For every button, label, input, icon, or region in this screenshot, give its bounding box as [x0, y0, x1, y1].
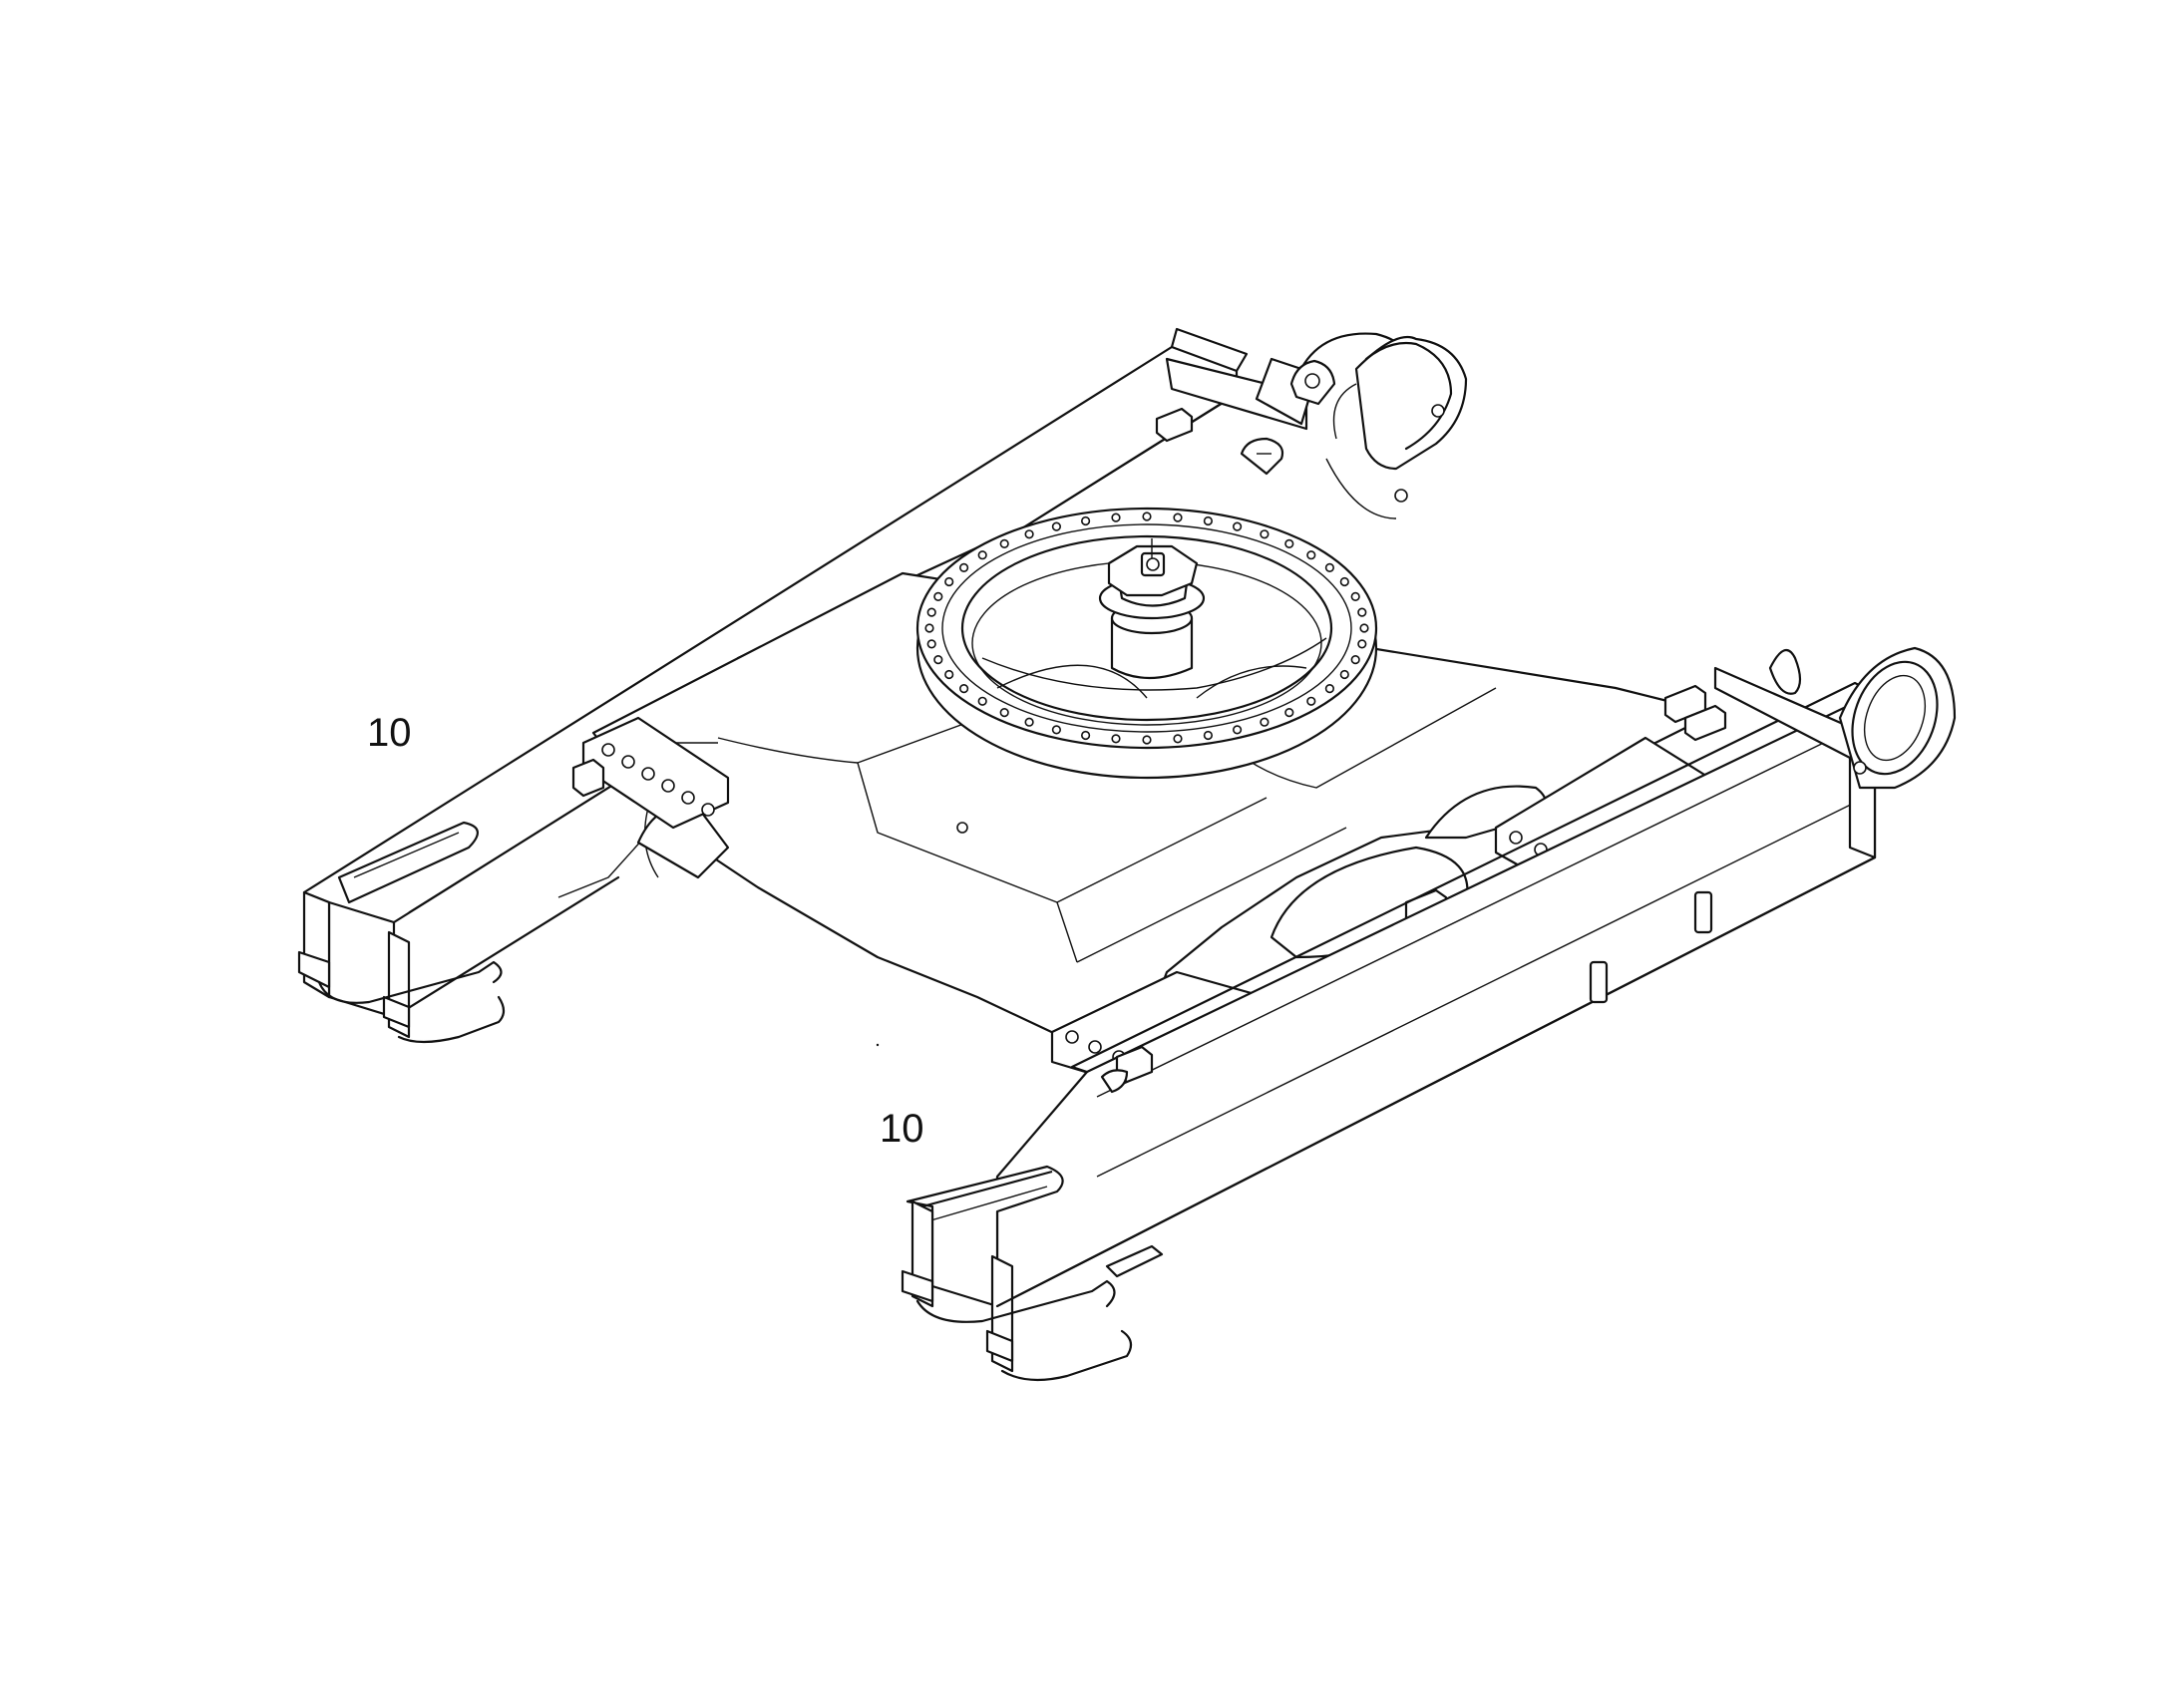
bolt-hole: [1357, 607, 1367, 617]
bolt-hole: [1142, 512, 1152, 521]
rear-yoke: [1165, 332, 1468, 519]
bolt-hole: [1203, 730, 1213, 741]
swivel-joint: [1098, 538, 1206, 680]
bolt-hole: [999, 538, 1009, 549]
right-track-frame: [901, 646, 1957, 1382]
bolt-hole: [1173, 512, 1183, 522]
bolt-hole: [1142, 735, 1152, 745]
bolt-hole: [1111, 512, 1121, 522]
bolt-hole: [933, 654, 943, 665]
bolt-hole: [1306, 550, 1316, 560]
bolt-hole: [944, 669, 954, 680]
bolt-hole: [1203, 515, 1213, 526]
bolt-hole: [977, 550, 987, 560]
bolt-hole: [977, 696, 987, 706]
bolt-hole: [1284, 707, 1294, 718]
bolt-hole: [1359, 623, 1369, 633]
callout-right-frame: 10: [880, 1107, 924, 1151]
bolt-hole: [1260, 717, 1270, 727]
callout-left-frame: 10: [367, 711, 412, 755]
bolt-hole: [1080, 730, 1091, 741]
bolt-hole: [1357, 639, 1367, 649]
bolt-hole: [1080, 515, 1091, 526]
bolt-hole: [1339, 576, 1349, 587]
bolt-hole: [1051, 521, 1061, 531]
bolt-hole: [944, 576, 954, 587]
slewing-ring: [915, 507, 1378, 780]
bolt-hole: [1284, 538, 1294, 549]
bolt-hole: [999, 707, 1009, 718]
stray-mark: [876, 1043, 880, 1047]
bolt-hole: [1111, 734, 1121, 744]
bolt-hole: [1173, 734, 1183, 744]
bolt-hole: [1306, 696, 1316, 706]
bolt-hole: [958, 683, 969, 694]
bolt-hole: [1024, 529, 1034, 539]
bolt-circle: [924, 512, 1369, 745]
bolt-hole: [1324, 683, 1334, 694]
bolt-hole: [933, 591, 943, 602]
bolt-hole: [1324, 562, 1334, 573]
bolt-hole: [1232, 521, 1243, 531]
bolt-hole: [924, 623, 934, 633]
bolt-hole: [1232, 725, 1243, 735]
bolt-hole: [926, 639, 936, 649]
bolt-hole: [1260, 529, 1270, 539]
bolt-hole: [1051, 725, 1061, 735]
bolt-hole: [1350, 591, 1360, 602]
bolt-hole: [1350, 654, 1360, 665]
bolt-hole: [1339, 669, 1349, 680]
bolt-hole: [958, 562, 969, 573]
bolt-hole: [926, 607, 936, 617]
bolt-hole: [1024, 717, 1034, 727]
